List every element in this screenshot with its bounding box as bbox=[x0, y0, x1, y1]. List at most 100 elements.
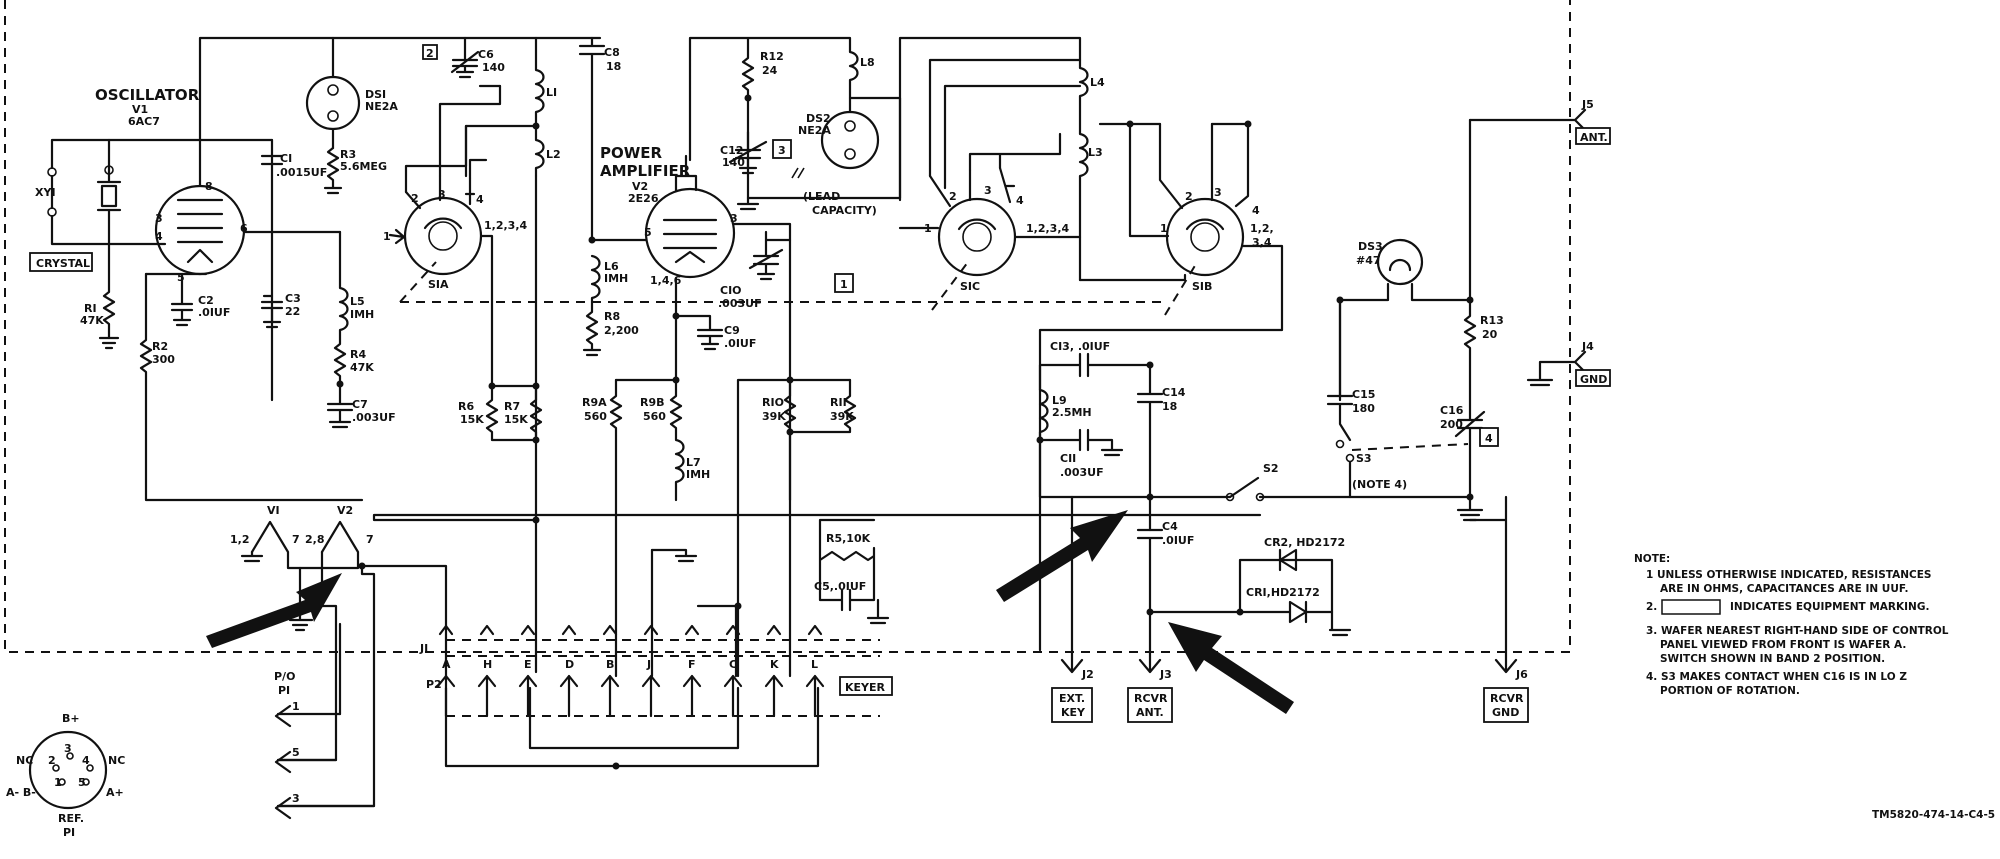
svg-text:INDICATES EQUIPMENT MARKING.: INDICATES EQUIPMENT MARKING. bbox=[1730, 601, 1929, 613]
oscillator-section: OSCILLATOR V1 6AC7 3 4 8 6 5 XYI CRYSTAL… bbox=[29, 36, 602, 674]
svg-text:L9: L9 bbox=[1052, 394, 1067, 407]
svg-text:3. WAFER NEAREST RIGHT-HAND SI: 3. WAFER NEAREST RIGHT-HAND SIDE OF CONT… bbox=[1646, 625, 1949, 637]
svg-text:4: 4 bbox=[1485, 432, 1493, 445]
svg-text:GND: GND bbox=[1492, 706, 1519, 719]
svg-text:560: 560 bbox=[584, 410, 607, 423]
band-switch-section: L4 L3 2 3 4 1 1,2,3,4 SIC 2 3 4 1 1,2, 3… bbox=[400, 36, 1284, 652]
svg-text:C3: C3 bbox=[285, 292, 301, 305]
svg-text:R13: R13 bbox=[1480, 314, 1504, 327]
svg-text:RIO: RIO bbox=[762, 396, 784, 409]
svg-text:P2: P2 bbox=[426, 678, 442, 691]
svg-text:.003UF: .003UF bbox=[352, 411, 396, 424]
keyer-pin-f: F bbox=[682, 624, 702, 718]
svg-text:4: 4 bbox=[476, 193, 484, 206]
svg-text:C15: C15 bbox=[1352, 388, 1375, 401]
svg-text:1 UNLESS OTHERWISE INDICATED,: 1 UNLESS OTHERWISE INDICATED, RESISTANCE… bbox=[1646, 569, 1931, 581]
svg-text:1: 1 bbox=[840, 278, 848, 291]
svg-text:47K: 47K bbox=[350, 361, 374, 374]
keyer-pin-label: D bbox=[565, 658, 574, 671]
ant-jack-tag: ANT. bbox=[1575, 127, 1611, 145]
v2-tube bbox=[644, 187, 736, 279]
svg-text:3: 3 bbox=[292, 792, 300, 805]
svg-text:C4: C4 bbox=[1162, 520, 1178, 533]
svg-text:J4: J4 bbox=[1581, 340, 1594, 353]
svg-text:P/O: P/O bbox=[274, 670, 295, 683]
svg-text:NC: NC bbox=[108, 754, 125, 767]
svg-text:C12: C12 bbox=[720, 144, 743, 157]
keyer-pin-label: K bbox=[770, 658, 779, 671]
keyer-pin-b: B bbox=[600, 624, 620, 718]
svg-text:.0IUF: .0IUF bbox=[198, 306, 230, 319]
svg-text:R8: R8 bbox=[604, 310, 620, 323]
svg-text:REF.: REF. bbox=[58, 812, 84, 825]
svg-text:140: 140 bbox=[722, 156, 745, 169]
svg-text:20: 20 bbox=[1482, 328, 1498, 341]
svg-text:C7: C7 bbox=[352, 398, 368, 411]
svg-text:300: 300 bbox=[152, 353, 175, 366]
svg-text:CI: CI bbox=[280, 152, 292, 165]
power-amplifier-section: POWER AMPLIFIER V2 2E26 C8 18 5 3 1,4,6 … bbox=[578, 36, 902, 678]
svg-text:RI: RI bbox=[84, 302, 97, 315]
svg-text:CAPACITY): CAPACITY) bbox=[812, 204, 877, 217]
svg-text:RCVR: RCVR bbox=[1490, 692, 1524, 705]
svg-text:5: 5 bbox=[292, 746, 300, 759]
svg-text:CR2, HD2172: CR2, HD2172 bbox=[1264, 536, 1345, 549]
svg-text:18: 18 bbox=[1162, 400, 1177, 413]
svg-text:1,4,6: 1,4,6 bbox=[650, 274, 682, 287]
arrow-c14-node bbox=[996, 510, 1128, 602]
svg-text:POWER: POWER bbox=[600, 144, 663, 162]
svg-text:7: 7 bbox=[292, 533, 300, 546]
svg-text:GND: GND bbox=[1580, 373, 1607, 386]
svg-text:AMPLIFIER: AMPLIFIER bbox=[600, 162, 691, 180]
svg-text:PORTION OF ROTATION.: PORTION OF ROTATION. bbox=[1660, 685, 1800, 697]
svg-text:39K: 39K bbox=[830, 410, 854, 423]
svg-text:L6: L6 bbox=[604, 260, 619, 273]
ds3-pilot-lamp bbox=[1376, 238, 1424, 286]
svg-text:4: 4 bbox=[1016, 194, 1024, 207]
svg-text:C16: C16 bbox=[1440, 404, 1464, 417]
svg-text:R7: R7 bbox=[504, 400, 520, 413]
v1-pin6: 6 bbox=[240, 222, 248, 235]
svg-text:NOTE:: NOTE: bbox=[1634, 553, 1670, 565]
svg-text:180: 180 bbox=[1352, 402, 1375, 415]
svg-text:R4: R4 bbox=[350, 348, 366, 361]
svg-text:5: 5 bbox=[644, 226, 652, 239]
svg-text:.0IUF: .0IUF bbox=[724, 337, 756, 350]
svg-text:KEYER: KEYER bbox=[845, 681, 886, 694]
svg-text:J3: J3 bbox=[1159, 668, 1172, 681]
svg-text:S2: S2 bbox=[1263, 462, 1279, 475]
crystal-tag: CRYSTAL bbox=[29, 252, 93, 272]
keyer-pin-label: H bbox=[483, 658, 492, 671]
svg-text:B+: B+ bbox=[62, 712, 80, 725]
keyer-pin-label: B bbox=[606, 658, 614, 671]
keyer-pin-label: C bbox=[729, 658, 737, 671]
svg-text:3: 3 bbox=[778, 144, 786, 157]
svg-text:L4: L4 bbox=[1090, 76, 1105, 89]
svg-text:.003UF: .003UF bbox=[1060, 466, 1104, 479]
gnd-jack-tag: GND bbox=[1575, 369, 1611, 387]
keyer-pin-socket bbox=[807, 624, 823, 636]
svg-text:1: 1 bbox=[292, 700, 300, 713]
svg-text:.003UF: .003UF bbox=[718, 297, 762, 310]
svg-text:CIO: CIO bbox=[720, 284, 742, 297]
svg-text:C6: C6 bbox=[478, 48, 494, 61]
svg-text:.0015UF: .0015UF bbox=[276, 166, 327, 179]
keyer-pin-contact bbox=[600, 674, 620, 718]
svg-text:NE2A: NE2A bbox=[798, 124, 831, 137]
svg-text:2: 2 bbox=[48, 754, 56, 767]
svg-text:L2: L2 bbox=[546, 148, 561, 161]
svg-text:C2: C2 bbox=[198, 294, 214, 307]
svg-text:ANT.: ANT. bbox=[1136, 706, 1164, 719]
svg-text:2: 2 bbox=[411, 192, 419, 205]
svg-text:V2: V2 bbox=[632, 180, 648, 193]
svg-text:39K: 39K bbox=[762, 410, 786, 423]
keyer-pin-socket bbox=[438, 624, 454, 636]
keyer-pin-contact bbox=[682, 674, 702, 718]
keyer-pin-socket bbox=[520, 624, 536, 636]
v1-ref: V1 bbox=[132, 103, 148, 116]
xy1-label: XYI bbox=[35, 186, 56, 199]
notes-block: NOTE: 1 UNLESS OTHERWISE INDICATED, RESI… bbox=[1634, 553, 1949, 697]
svg-text:1: 1 bbox=[54, 776, 62, 789]
